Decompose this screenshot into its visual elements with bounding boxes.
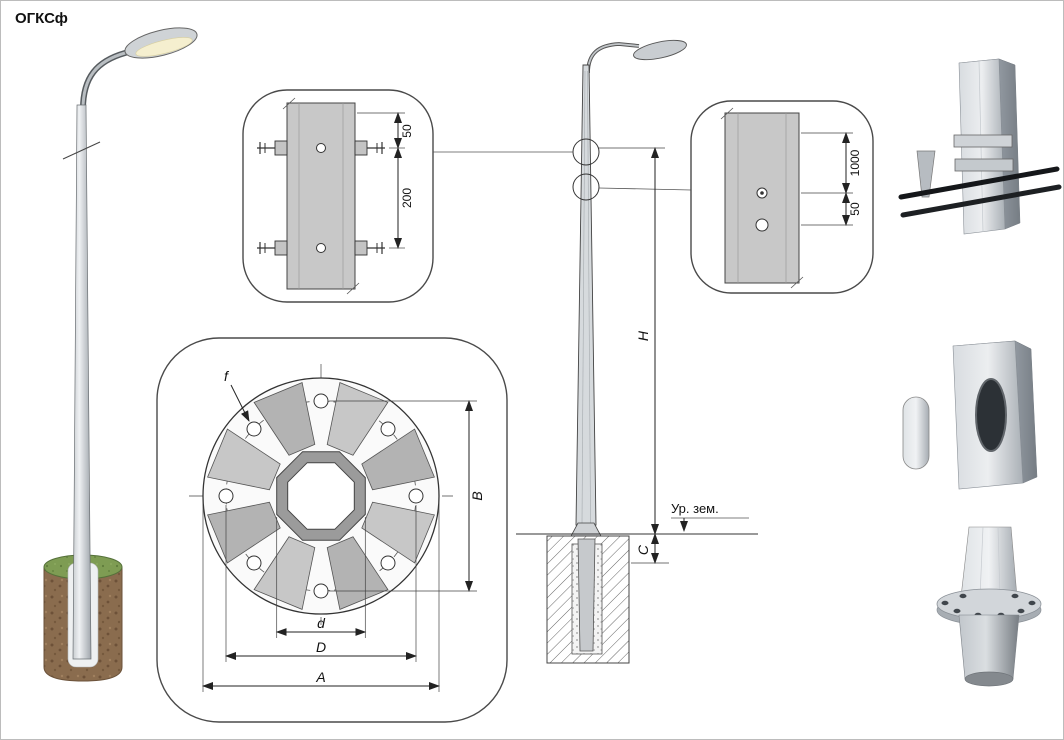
access-door-3d-render bbox=[902, 340, 1038, 490]
dim-B-label: B bbox=[469, 491, 485, 500]
dim-H-label: H bbox=[635, 330, 651, 341]
band-clamp bbox=[954, 158, 1014, 172]
flange-bolt-holes bbox=[218, 393, 424, 599]
bracket-hole bbox=[755, 218, 769, 232]
flange-3d-render bbox=[936, 526, 1042, 687]
lamp-arm bbox=[586, 42, 640, 74]
bracket-rod bbox=[898, 166, 1060, 200]
bracket-rod bbox=[900, 184, 1062, 218]
clamp-bolt bbox=[257, 140, 288, 156]
door-cover-plate bbox=[902, 396, 930, 470]
dim-f-label: f bbox=[224, 368, 230, 384]
pole-base-tube bbox=[960, 526, 1018, 598]
clamp-3d-render bbox=[898, 58, 1062, 235]
hole-detail-view: 1000 50 bbox=[690, 100, 874, 294]
clamp-bolt bbox=[354, 140, 385, 156]
detail-marker-circle bbox=[572, 173, 600, 201]
bolt-hole bbox=[316, 243, 326, 253]
base-flange-plate bbox=[936, 588, 1042, 620]
band-clamp bbox=[953, 134, 1013, 148]
dim-50b-label: 50 bbox=[848, 202, 862, 216]
embedment-sleeve bbox=[958, 614, 1020, 680]
door-opening bbox=[975, 378, 1007, 452]
dim-A-label: A bbox=[315, 669, 325, 685]
dim-D-label: D bbox=[316, 639, 326, 655]
clamp-detail-view: 50 200 bbox=[242, 89, 434, 303]
dim-d-label: d bbox=[317, 615, 326, 631]
page-title: ОГКСф bbox=[15, 10, 68, 27]
flange-plan-view: f B d D A bbox=[156, 337, 508, 723]
dim-1000-label: 1000 bbox=[848, 149, 862, 176]
pole-tube-bore bbox=[287, 462, 355, 530]
pole-section bbox=[286, 102, 356, 290]
pole-3d-render bbox=[43, 27, 198, 682]
break-mark bbox=[62, 141, 101, 160]
dim-C-label: C bbox=[635, 544, 651, 555]
pole-shaft bbox=[575, 64, 597, 526]
dim-200-label: 200 bbox=[400, 188, 414, 208]
pole-elevation-view: H C Ур. зем. bbox=[433, 39, 758, 664]
luminaire bbox=[124, 27, 198, 59]
dim-50-label: 50 bbox=[400, 124, 414, 138]
ground-level-label: Ур. зем. bbox=[671, 501, 719, 516]
bolt-hole bbox=[316, 143, 326, 153]
wedge-clamp bbox=[916, 150, 936, 198]
embedded-pole bbox=[577, 538, 596, 652]
pole-shaft bbox=[72, 104, 92, 660]
detail-leader bbox=[598, 187, 692, 191]
luminaire bbox=[633, 39, 687, 61]
